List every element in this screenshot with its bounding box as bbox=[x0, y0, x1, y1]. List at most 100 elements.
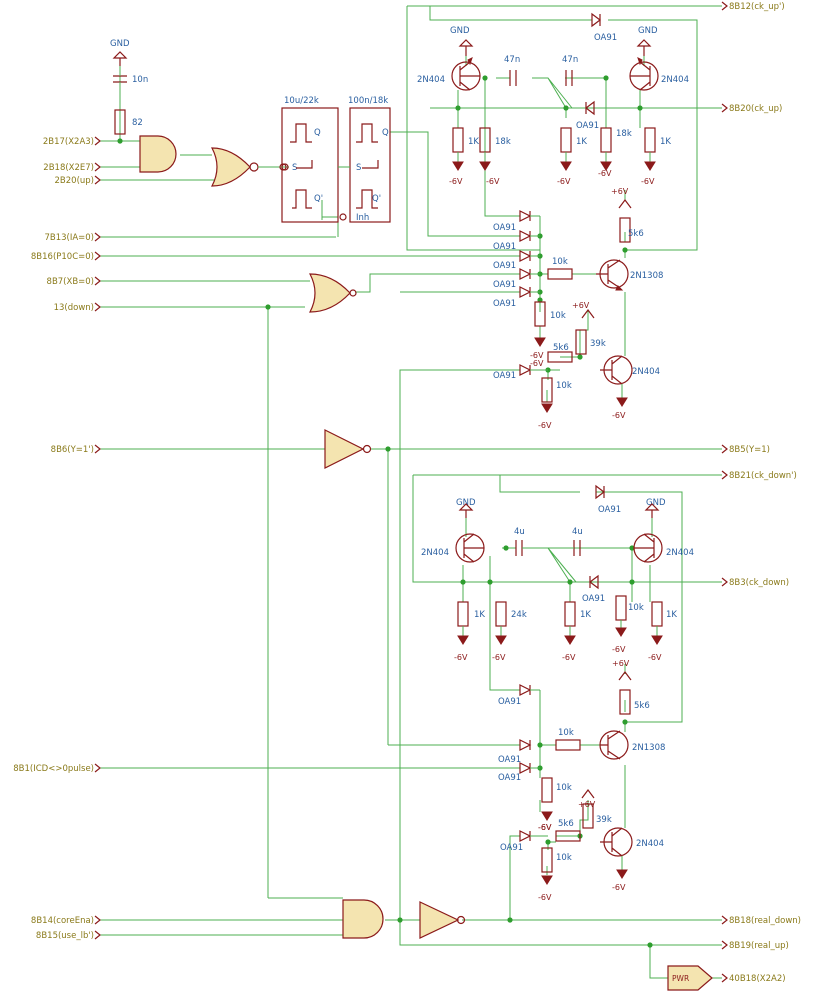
diode-label: OA91 bbox=[576, 121, 599, 131]
port-8b3: 8B3(ck_down) bbox=[729, 578, 789, 588]
diode-label: OA91 bbox=[498, 697, 521, 707]
res-label: 18k bbox=[616, 129, 632, 139]
power-buffer bbox=[667, 965, 713, 991]
cap-value: 10n bbox=[132, 75, 148, 85]
cap-label: 4u bbox=[572, 527, 583, 537]
inverter-y1 bbox=[324, 429, 365, 469]
vneg-label: -6V bbox=[612, 411, 626, 420]
vneg-label: -6V bbox=[612, 883, 626, 892]
res-label: 39k bbox=[596, 815, 612, 825]
mono2-s: S bbox=[356, 163, 361, 173]
mono1-qn: Q' bbox=[314, 194, 323, 204]
gnd-label: GND bbox=[450, 26, 470, 36]
port-13: 13(down) bbox=[54, 303, 94, 313]
pwr-label: PWR bbox=[672, 974, 689, 983]
port-8b12: 8B12(ck_up') bbox=[729, 2, 785, 12]
diode-label: OA91 bbox=[493, 371, 516, 381]
and-gate-1 bbox=[139, 135, 177, 173]
and-gate-2 bbox=[342, 899, 384, 939]
cap-label: 47n bbox=[562, 55, 578, 65]
res-label: 1K bbox=[580, 610, 591, 620]
port-8b7: 8B7(XB=0) bbox=[47, 277, 94, 287]
res-label: 5k6 bbox=[558, 819, 574, 829]
inverter-real-down bbox=[419, 901, 460, 939]
mono1-s: S bbox=[292, 163, 297, 173]
vneg-label: -6V bbox=[612, 645, 626, 654]
res-label: 1K bbox=[660, 137, 671, 147]
cap-label: 47n bbox=[504, 55, 520, 65]
diode-label: OA91 bbox=[594, 33, 617, 43]
q-label: 2N404 bbox=[421, 548, 449, 558]
q-label: 2N1308 bbox=[632, 743, 665, 753]
diode-oa91 bbox=[591, 12, 601, 28]
port-8b5: 8B5(Y=1) bbox=[729, 445, 770, 455]
port-8b1: 8B1(ICD<>0pulse) bbox=[13, 764, 94, 774]
port-8b14: 8B14(coreEna) bbox=[31, 916, 94, 926]
port-8b16: 8B16(P10C=0) bbox=[31, 252, 94, 262]
port-2b18: 2B18(X2E7) bbox=[43, 163, 94, 173]
res-label: 10k bbox=[556, 783, 572, 793]
res-label: 10k bbox=[558, 728, 574, 738]
vneg-label: -6V bbox=[492, 653, 506, 662]
port-7b13: 7B13(IA=0) bbox=[44, 233, 94, 243]
left-ports: 2B17(X2A3) 2B18(X2E7) 2B20(up) 7B13(IA=0… bbox=[13, 136, 101, 941]
res-label: 10k bbox=[556, 381, 572, 391]
junctions bbox=[117, 75, 653, 948]
port-8b19: 8B19(real_up) bbox=[729, 941, 789, 951]
res-label: 18k bbox=[495, 137, 511, 147]
vneg-label: -6V bbox=[538, 823, 552, 832]
port-8b18: 8B18(real_down) bbox=[729, 916, 801, 926]
port-8b20: 8B20(ck_up) bbox=[729, 104, 782, 114]
vpos-label: +6V bbox=[572, 301, 590, 310]
y1-buffer bbox=[324, 429, 372, 469]
port-2b20: 2B20(up) bbox=[55, 176, 94, 186]
gnd-label: GND bbox=[638, 26, 658, 36]
top-driver: OA91 OA91 OA91 OA91 OA91 10k +6V 5k6 2N1… bbox=[493, 187, 663, 430]
vneg-label: -6V bbox=[454, 653, 468, 662]
bottom-oscillator: GND GND 2N404 2N404 4u 4u OA91 OA91 1K 2… bbox=[421, 484, 694, 662]
capacitor-47n bbox=[565, 70, 573, 86]
monostable-1 bbox=[281, 107, 339, 223]
res-label: 5k6 bbox=[553, 343, 569, 353]
diode-label: OA91 bbox=[598, 505, 621, 515]
diode-label: OA91 bbox=[493, 223, 516, 233]
res-label: 10k bbox=[552, 257, 568, 267]
diode-label: OA91 bbox=[498, 755, 521, 765]
res-label: 5k6 bbox=[628, 229, 644, 239]
port-8b21: 8B21(ck_down') bbox=[729, 471, 797, 481]
bottom-logic: PWR bbox=[342, 899, 713, 991]
mono2-qn: Q' bbox=[372, 194, 381, 204]
res-label: 1K bbox=[474, 610, 485, 620]
res-value: 82 bbox=[132, 118, 143, 128]
vpos-label: +6V bbox=[612, 659, 630, 668]
mono2-inh: Inh bbox=[356, 213, 369, 223]
port-40b18: 40B18(X2A2) bbox=[729, 974, 786, 984]
q-label: 2N404 bbox=[666, 548, 694, 558]
vneg-label: -6V bbox=[557, 177, 571, 186]
monostable-2 bbox=[349, 107, 391, 223]
gnd-label: GND bbox=[646, 498, 666, 508]
top-oscillator: GND GND 2N404 2N404 47n 47n OA91 OA91 1K… bbox=[417, 12, 689, 186]
vneg-label: -6V bbox=[538, 823, 552, 832]
resistor-82 bbox=[114, 109, 126, 135]
diode-label: OA91 bbox=[493, 280, 516, 290]
q-label: 2N404 bbox=[636, 839, 664, 849]
res-label: 39k bbox=[590, 339, 606, 349]
vneg-label: -6V bbox=[530, 359, 544, 368]
mono2-label: 100n/18k bbox=[348, 96, 388, 106]
diode-oa91 bbox=[585, 100, 595, 116]
mono1-q: Q bbox=[314, 128, 321, 138]
res-label: 5k6 bbox=[634, 701, 650, 711]
res-label: 24k bbox=[511, 610, 527, 620]
vneg-label: -6V bbox=[598, 169, 612, 178]
cap-label: 4u bbox=[514, 527, 525, 537]
vneg-label: -6V bbox=[538, 421, 552, 430]
vneg-label: -6V bbox=[641, 177, 655, 186]
capacitor-47n bbox=[509, 70, 517, 86]
res-label: 10k bbox=[556, 853, 572, 863]
q-label: 2N1308 bbox=[630, 271, 663, 281]
mono2-q: Q bbox=[382, 128, 389, 138]
gnd-label: GND bbox=[456, 498, 476, 508]
q-label: 2N404 bbox=[632, 367, 660, 377]
